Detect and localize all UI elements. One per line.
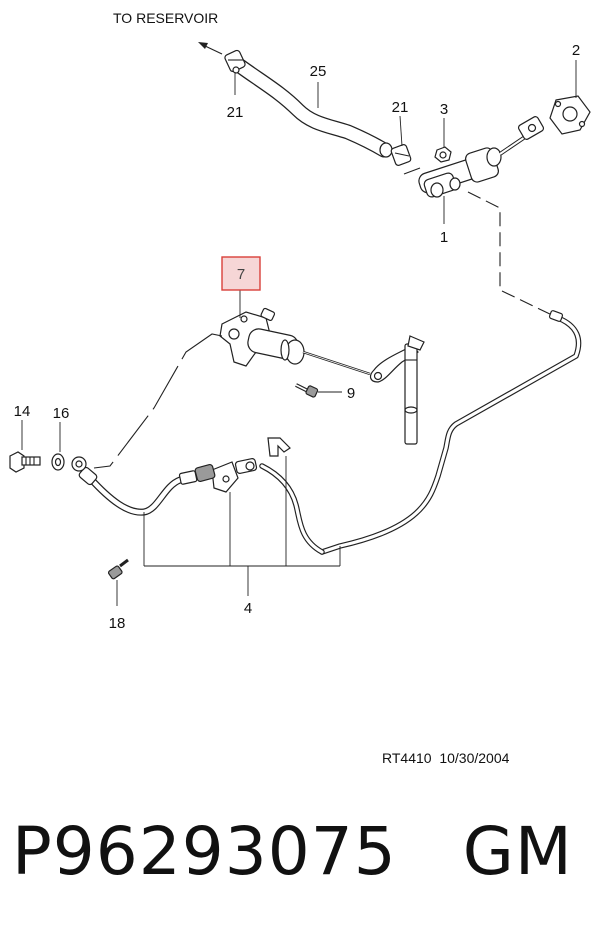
- callout-2: 2: [572, 42, 580, 59]
- bolt-9: [295, 383, 319, 398]
- part-number-line: P96293075 GM: [12, 812, 573, 892]
- clutch-slave-cylinder: [219, 307, 371, 376]
- washer-16: [51, 453, 65, 471]
- callout-25: 25: [310, 63, 327, 80]
- callout-21-lower: 21: [392, 99, 409, 116]
- callout-18: 18: [109, 615, 126, 632]
- leader-lines: [21, 60, 577, 606]
- master-cylinder-pushrod: [498, 116, 545, 156]
- part-number: P96293075: [12, 813, 397, 890]
- clutch-release-lever: [369, 335, 425, 445]
- hose-clamp-lower: [390, 144, 412, 166]
- hose-bracket: [194, 458, 258, 493]
- callout-1: 1: [440, 229, 448, 246]
- bolt-14: [9, 451, 41, 473]
- hydraulic-pipe: [259, 310, 582, 555]
- callout-14: 14: [14, 403, 31, 420]
- reservoir-arrow-icon: [198, 42, 223, 55]
- retaining-clip: [267, 437, 291, 457]
- callout-21-top: 21: [227, 104, 244, 121]
- callout-4: 4: [244, 600, 252, 617]
- callout-7: 7: [237, 266, 245, 283]
- gasket-2: [549, 95, 591, 135]
- flexible-clutch-hose: [86, 470, 212, 516]
- highlight-box-7: 7: [221, 256, 261, 291]
- nut-3: [434, 146, 452, 163]
- callout-16: 16: [53, 405, 70, 422]
- diagram-reference: RT4410 10/30/2004: [382, 750, 510, 766]
- callout-3: 3: [440, 101, 448, 118]
- clutch-master-cylinder: [403, 147, 502, 198]
- union-nut: [71, 456, 87, 472]
- callout-9: 9: [347, 385, 355, 402]
- screw-18: [107, 558, 129, 580]
- brand-name: GM: [462, 813, 573, 890]
- reservoir-label: TO RESERVOIR: [113, 10, 218, 26]
- hose-clamp-top: [224, 49, 246, 74]
